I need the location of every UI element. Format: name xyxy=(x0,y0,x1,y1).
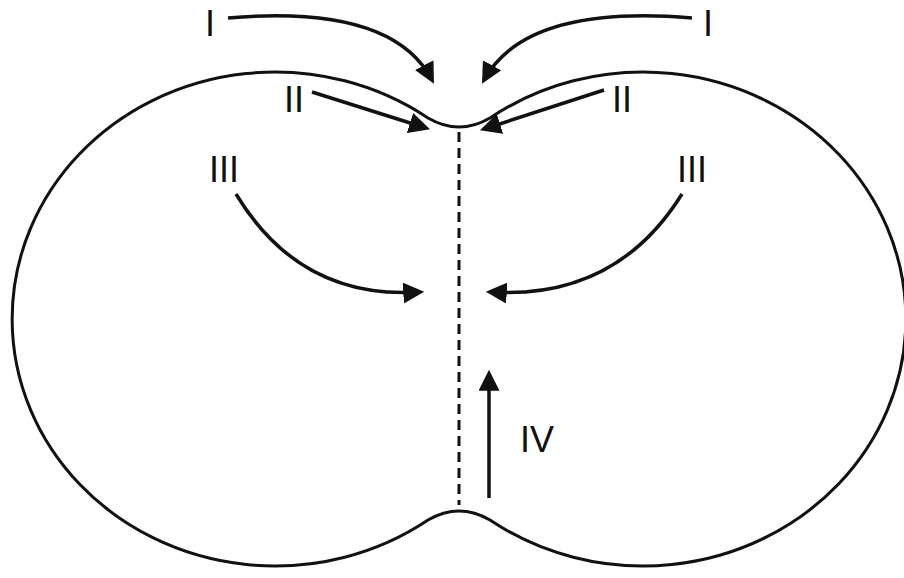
roman-numeral-label: I xyxy=(703,6,713,42)
roman-numeral-label: IV xyxy=(520,422,554,458)
division-plane xyxy=(458,132,461,505)
arrow xyxy=(236,194,420,293)
arrow xyxy=(228,16,432,80)
roman-numeral-label: III xyxy=(209,152,239,188)
arrow xyxy=(490,194,682,293)
roman-numeral-label: I xyxy=(205,6,215,42)
roman-numeral-label: II xyxy=(612,82,632,118)
arrow xyxy=(487,374,491,498)
cell-outline xyxy=(12,72,904,566)
roman-numeral-label: III xyxy=(677,152,707,188)
roman-numeral-label: II xyxy=(284,82,304,118)
arrow xyxy=(484,16,692,80)
arrow xyxy=(312,92,426,128)
arrow xyxy=(484,90,604,129)
